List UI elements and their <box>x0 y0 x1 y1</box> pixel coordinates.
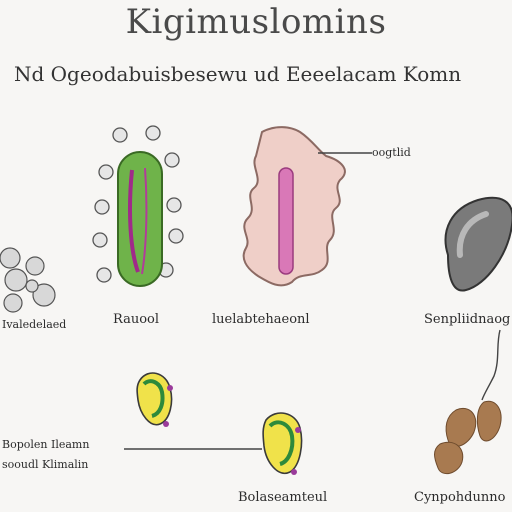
label-green-cell: Rauool <box>113 312 160 327</box>
yellow-organism-center <box>262 412 303 475</box>
dot <box>112 127 128 143</box>
far-left-cell-cluster <box>0 247 56 313</box>
small-cell <box>25 256 45 276</box>
diagram-subtitle: Nd Ogeodabuisbesewu ud Eeeelacam Komn <box>14 62 462 86</box>
small-cell <box>4 268 28 292</box>
dot <box>92 232 108 248</box>
connector-line <box>481 329 501 401</box>
label-yellow-left-line2: sooudl Klimalin <box>2 458 89 471</box>
green-cell <box>117 151 163 287</box>
label-yellow-left-line1: Bopolen Ileamn <box>2 438 90 451</box>
brown-shape <box>434 441 464 475</box>
label-far-left-cells: Ivaledelaed <box>2 318 67 331</box>
small-cell <box>3 293 23 313</box>
gray-cell <box>444 196 512 292</box>
dot <box>145 125 161 141</box>
yellow-organism-left <box>136 372 173 427</box>
label-pink-cell: luelabtehaeonl <box>212 312 310 327</box>
brown-shapes <box>434 400 502 475</box>
small-cell <box>32 283 56 307</box>
label-pink-cell-pointer: oogtlid <box>372 146 411 159</box>
label-bottom-center: Bolaseamteul <box>238 490 328 505</box>
small-cell <box>25 279 39 293</box>
dot <box>96 267 112 283</box>
pink-cell <box>242 126 346 287</box>
label-gray-cell: Senpliidnaog <box>424 312 511 327</box>
dot <box>164 152 180 168</box>
diagram-title: Kigimuslomins <box>125 2 387 42</box>
dot <box>98 164 114 180</box>
label-bottom-right: Cynpohdunno <box>414 490 506 505</box>
dot <box>166 197 182 213</box>
brown-shape <box>476 400 502 442</box>
dot <box>94 199 110 215</box>
brown-shape <box>445 408 477 447</box>
small-cell <box>0 247 21 269</box>
dot <box>168 228 184 244</box>
